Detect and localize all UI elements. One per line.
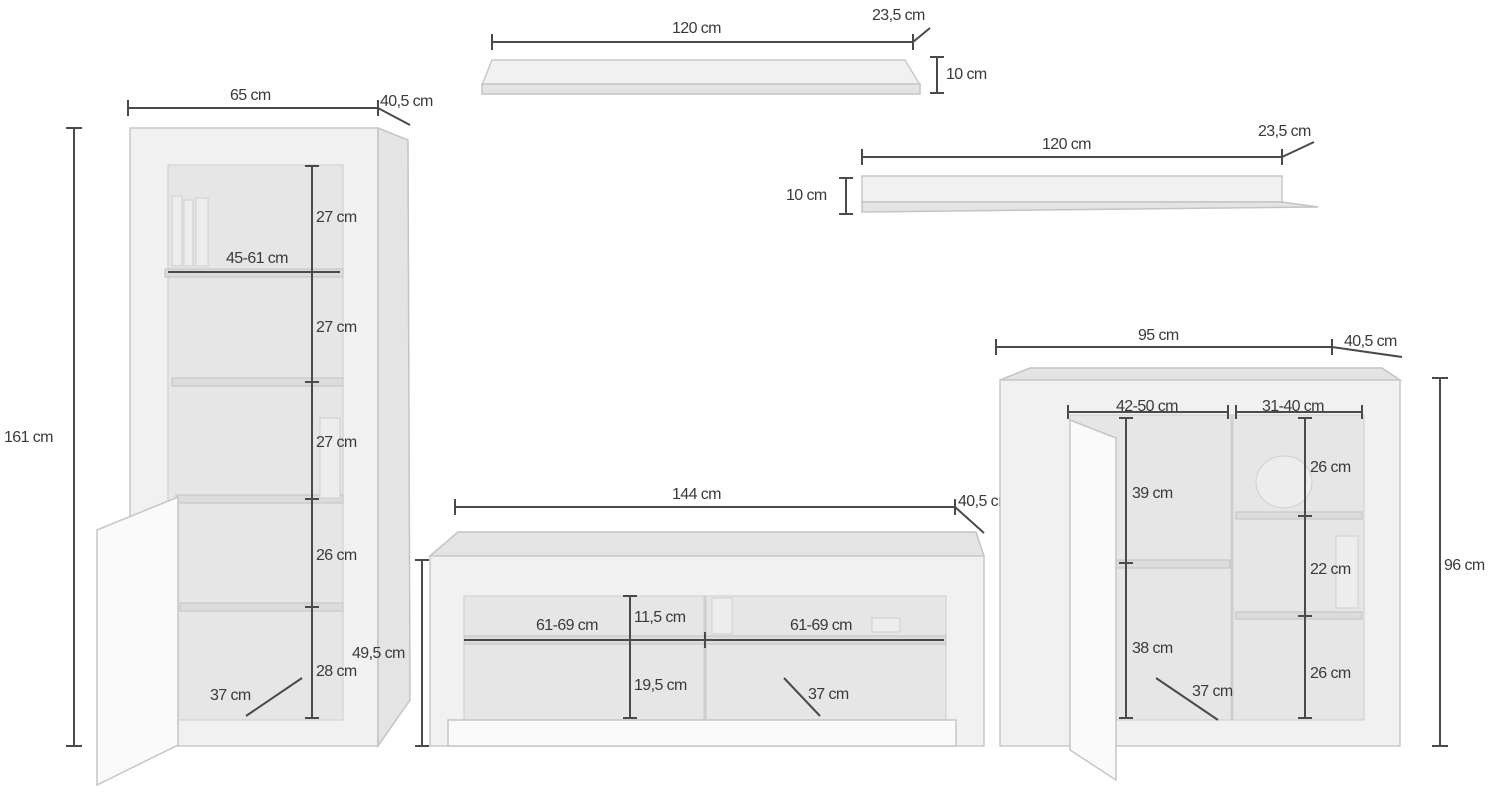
- compartment-height-label: 28 cm: [316, 663, 357, 680]
- tv-board-top: [427, 531, 986, 557]
- book: [183, 199, 194, 267]
- compartment-height-label: 27 cm: [316, 209, 357, 226]
- wall-shelf-bottom-front: [861, 201, 1319, 213]
- tall-cabinet-inner-depth-line: [245, 677, 303, 717]
- compartment-height-label: 27 cm: [316, 434, 357, 451]
- tv-board-inner-depth-label: 37 cm: [808, 686, 849, 703]
- tall-cabinet-depth-line: [377, 107, 411, 126]
- wall-shelf-top-depth-line: [912, 27, 931, 43]
- tall-cabinet-interior: [167, 164, 344, 721]
- tv-board: 144 cm 40,5 cm 49,5 cm 61-69 cm 61-69 cm…: [352, 486, 1012, 747]
- sideboard-inner-depth-label: 37 cm: [1192, 683, 1233, 700]
- book: [171, 195, 183, 267]
- sideboard-inner-depth-line: [1155, 677, 1219, 721]
- sideboard-left-height-label: 39 cm: [1132, 485, 1173, 502]
- sideboard: 95 cm 40,5 cm 96 cm 42-50 cm 31-40 cm 39…: [995, 327, 1485, 782]
- compartment-height-label: 26 cm: [316, 547, 357, 564]
- sideboard-width-label: 95 cm: [1138, 327, 1179, 344]
- tv-board-plinth: [447, 719, 957, 747]
- sideboard-right-height-label: 26 cm: [1310, 665, 1351, 682]
- compartment-height-label: 27 cm: [316, 319, 357, 336]
- wall-shelf-top-front: [481, 83, 921, 95]
- tall-cabinet-inner-depth-label: 37 cm: [210, 687, 251, 704]
- tv-board-lower-height-label: 19,5 cm: [634, 677, 687, 694]
- wall-shelf-top-width-label: 120 cm: [672, 20, 721, 37]
- tall-cabinet-width-label: 65 cm: [230, 87, 271, 104]
- book: [195, 197, 209, 267]
- tall-cabinet-door: [96, 495, 179, 787]
- tv-board-left-width-label: 61-69 cm: [536, 617, 598, 634]
- wall-shelf-bottom-depth-label: 23,5 cm: [1258, 123, 1311, 140]
- wall-shelf-top-body: [480, 59, 922, 86]
- decor-box: [871, 617, 901, 633]
- wall-shelf-top-height-label: 10 cm: [946, 66, 987, 83]
- book-stack: [711, 597, 733, 635]
- tv-board-inner-depth-line: [783, 677, 821, 717]
- wall-shelf-bottom-depth-line: [1281, 141, 1315, 158]
- tall-cabinet-side: [377, 126, 411, 749]
- book-stack: [319, 417, 341, 499]
- sideboard-depth-label: 40,5 cm: [1344, 333, 1397, 350]
- tv-board-right-width-label: 61-69 cm: [790, 617, 852, 634]
- sideboard-left-height-label: 38 cm: [1132, 640, 1173, 657]
- sideboard-right-height-label: 22 cm: [1310, 561, 1351, 578]
- book-stack: [1335, 535, 1359, 609]
- tall-cabinet-depth-label: 40,5 cm: [380, 93, 433, 110]
- tall-cabinet-height-label: 161 cm: [4, 429, 53, 446]
- decor-vase: [1255, 455, 1313, 509]
- shelf: [179, 602, 344, 612]
- tv-board-depth-label: 40,5 cm: [958, 493, 1011, 510]
- sideboard-depth-line: [1331, 346, 1403, 358]
- wall-shelf-top: 120 cm 23,5 cm 10 cm: [480, 7, 987, 95]
- sideboard-right-width-label: 31-40 cm: [1262, 398, 1324, 415]
- tv-board-depth-line: [954, 506, 985, 534]
- tall-cabinet: 65 cm 40,5 cm 161 cm 45-61 cm 27 cm 27 c…: [4, 87, 434, 787]
- wall-shelf-bottom-width-label: 120 cm: [1042, 136, 1091, 153]
- wall-shelf-bottom-body: [861, 175, 1283, 203]
- wall-shelf-top-depth-label: 23,5 cm: [872, 7, 925, 24]
- sideboard-height-label: 96 cm: [1444, 557, 1485, 574]
- sideboard-door: [1069, 418, 1117, 782]
- tv-board-width-label: 144 cm: [672, 486, 721, 503]
- tv-board-height-label: 49,5 cm: [352, 645, 405, 662]
- sideboard-top: [999, 367, 1403, 381]
- wall-shelf-bottom-height-label: 10 cm: [786, 187, 827, 204]
- sideboard-left-width-label: 42-50 cm: [1116, 398, 1178, 415]
- tall-cabinet-inner-width-label: 45-61 cm: [226, 250, 288, 267]
- shelf: [171, 377, 344, 387]
- sideboard-right-height-label: 26 cm: [1310, 459, 1351, 476]
- tv-board-upper-height-label: 11,5 cm: [634, 609, 686, 626]
- wall-shelf-bottom: 120 cm 23,5 cm 10 cm: [786, 123, 1319, 215]
